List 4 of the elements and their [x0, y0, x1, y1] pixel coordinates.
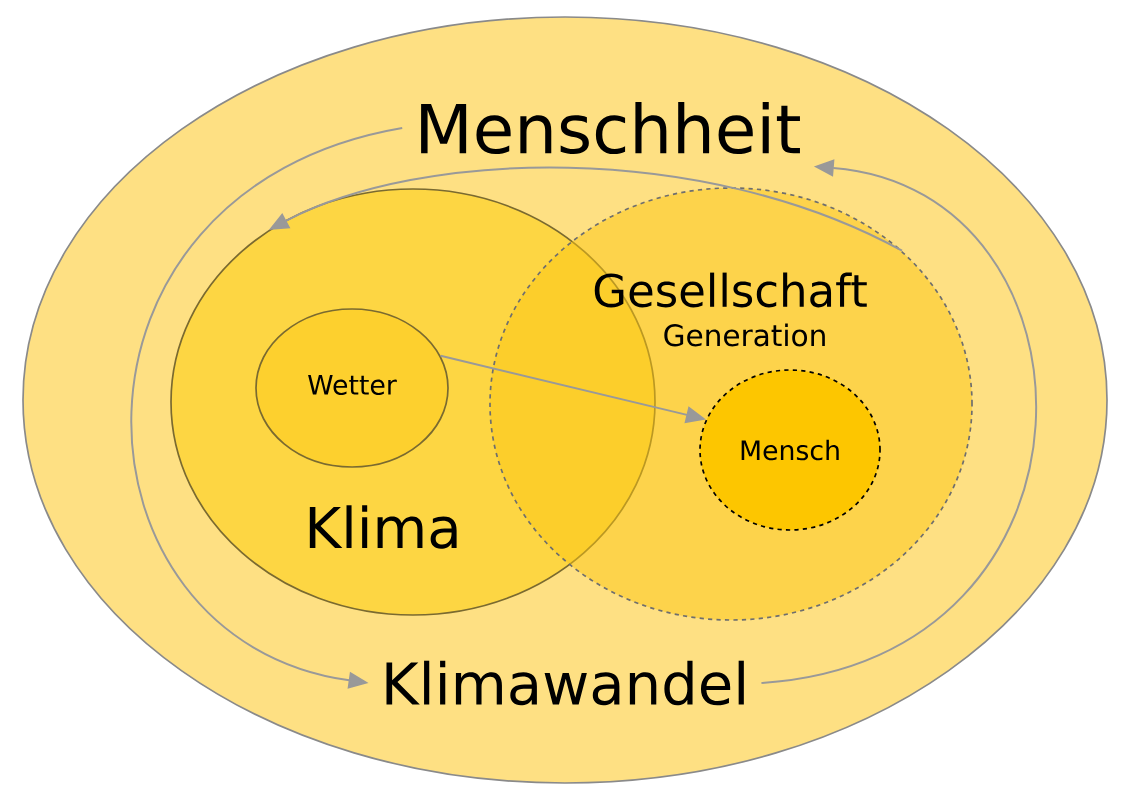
arrow [760, 159, 1037, 684]
label: Menschheit [421, 101, 800, 155]
label: Klimawandel [386, 660, 744, 706]
arrow [130, 127, 404, 689]
